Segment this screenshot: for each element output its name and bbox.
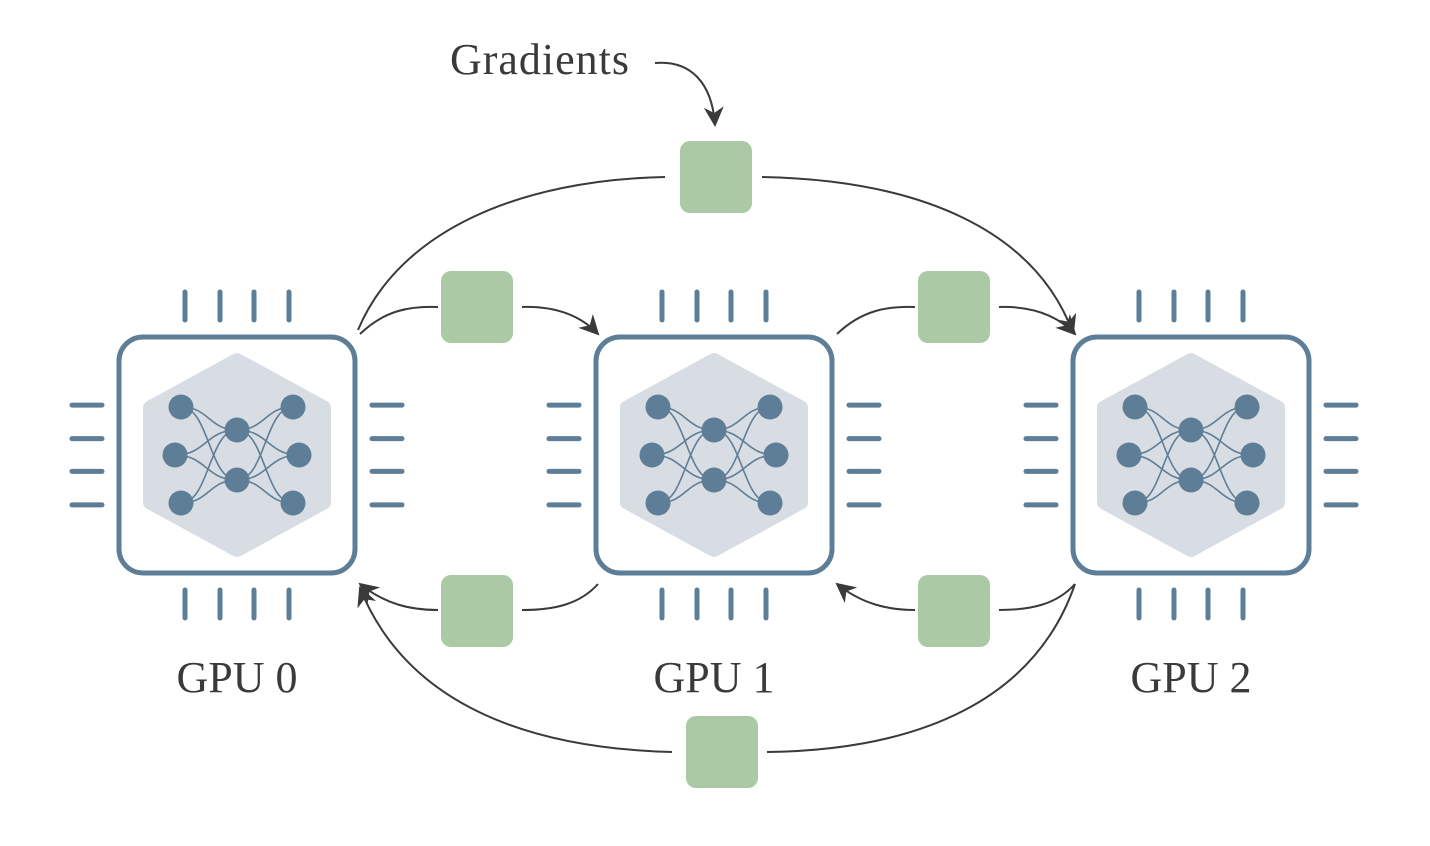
network-node — [162, 442, 188, 468]
network-node — [763, 442, 789, 468]
link-gpu2-to-gpu1 — [835, 575, 1076, 647]
network-node — [1178, 467, 1204, 493]
flow-arrow-gpu1-to-gpu0-right — [521, 583, 599, 611]
top-outer-link — [357, 141, 1077, 335]
network-node — [701, 467, 727, 493]
flow-arrow-gpu0-to-gpu1-right — [521, 305, 600, 336]
network-node — [1234, 394, 1260, 420]
flow-arrow-gpu1-to-gpu2-right — [998, 305, 1077, 336]
flow-arrow-gpu2-to-gpu0-bottom-left — [357, 586, 673, 753]
network-node — [224, 417, 250, 443]
network-node — [224, 467, 250, 493]
flow-arrow-gpu1-to-gpu2-left — [836, 305, 916, 335]
network-background-hexagon — [620, 353, 808, 557]
network-node — [168, 394, 194, 420]
link-gpu0-to-gpu1 — [359, 271, 600, 343]
gradient-packet — [441, 575, 513, 647]
flow-arrow-gpu0-to-gpu1-left — [359, 305, 439, 335]
network-node — [1122, 490, 1148, 516]
network-node — [645, 394, 671, 420]
gpu-group — [69, 289, 1359, 621]
neural-network-icon — [162, 394, 312, 516]
gradients-label: Gradients — [450, 35, 630, 84]
network-background-hexagon — [143, 353, 331, 557]
gpu-label-0: GPU 0 — [176, 653, 297, 702]
flow-arrow-gpu0-to-gpu2-top-left — [357, 176, 666, 331]
bottom-outer-link — [357, 583, 1076, 788]
gpu-chip-0 — [69, 289, 405, 621]
network-node — [168, 490, 194, 516]
gradient-packet — [441, 271, 513, 343]
gpu-chip-2 — [1023, 289, 1359, 621]
network-node — [286, 442, 312, 468]
flow-arrow-gpu1-to-gpu0-left — [358, 582, 439, 611]
link-gpu1-to-gpu2 — [836, 271, 1077, 343]
network-node — [1116, 442, 1142, 468]
network-node — [280, 394, 306, 420]
gpu-label-2: GPU 2 — [1130, 653, 1251, 702]
gradients-pointer-arrow — [654, 61, 724, 127]
gradient-packet — [918, 575, 990, 647]
neural-network-icon — [1116, 394, 1266, 516]
neural-network-icon — [639, 394, 789, 516]
network-node — [1234, 490, 1260, 516]
link-gpu1-to-gpu0 — [358, 575, 599, 647]
gradient-packet — [680, 141, 752, 213]
network-node — [757, 394, 783, 420]
flow-arrow-gpu2-to-gpu1-left — [835, 582, 916, 611]
network-node — [1122, 394, 1148, 420]
flow-arrow-gpu0-to-gpu2-top-right — [761, 176, 1077, 335]
gradient-packet — [918, 271, 990, 343]
flow-arrow-gpu2-to-gpu1-right — [998, 583, 1076, 611]
gradient-packet — [686, 716, 758, 788]
network-node — [645, 490, 671, 516]
network-node — [757, 490, 783, 516]
gpu-label-1: GPU 1 — [653, 653, 774, 702]
network-node — [1178, 417, 1204, 443]
network-node — [1240, 442, 1266, 468]
network-node — [639, 442, 665, 468]
network-node — [280, 490, 306, 516]
network-node — [701, 417, 727, 443]
flow-arrow-gpu2-to-gpu0-bottom-right — [766, 583, 1076, 753]
network-background-hexagon — [1097, 353, 1285, 557]
gpu-chip-1 — [546, 289, 882, 621]
